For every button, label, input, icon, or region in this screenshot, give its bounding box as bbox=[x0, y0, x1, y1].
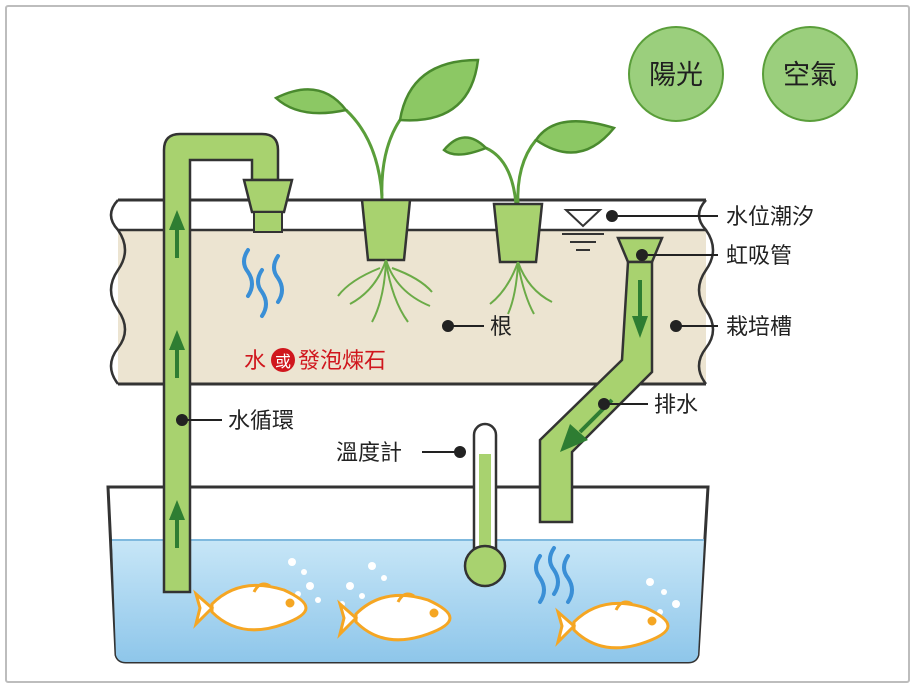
fish-icon bbox=[555, 600, 670, 650]
plant-left bbox=[273, 58, 480, 323]
sunlight-badge: 陽光 bbox=[628, 26, 724, 122]
fish-icon bbox=[337, 592, 452, 642]
fish-icon bbox=[193, 582, 308, 632]
leaf-icon bbox=[534, 120, 617, 154]
net-pot bbox=[492, 202, 544, 264]
water-level-label: 水位潮汐 bbox=[726, 205, 814, 230]
media-prefix-label: 水 bbox=[244, 349, 266, 374]
media-suffix-label: 發泡煉石 bbox=[298, 349, 386, 374]
leaf-icon bbox=[398, 58, 480, 122]
leader-lines bbox=[176, 210, 718, 458]
air-badge-label: 空氣 bbox=[783, 60, 837, 91]
roots-label: 根 bbox=[490, 315, 512, 340]
thermometer-label: 溫度計 bbox=[336, 441, 402, 466]
media-or-label: 或 bbox=[275, 352, 291, 371]
circulation-label: 水循環 bbox=[228, 409, 294, 434]
bubbles bbox=[288, 558, 680, 615]
grow-bed-label: 栽培槽 bbox=[726, 315, 792, 340]
upward-arrow-icon bbox=[169, 210, 185, 548]
sunlight-badge-label: 陽光 bbox=[649, 60, 703, 91]
grow-media-label: 水 或 發泡煉石 bbox=[244, 348, 386, 374]
drain-label: 排水 bbox=[654, 393, 698, 418]
leaf-icon bbox=[442, 136, 489, 156]
circulation-pipe bbox=[162, 132, 294, 594]
water-drip-icon bbox=[242, 248, 284, 318]
siphon-label: 虹吸管 bbox=[726, 244, 792, 269]
roots-icon bbox=[337, 259, 433, 323]
water-level-icon bbox=[562, 209, 604, 251]
water-current-icon bbox=[534, 546, 574, 604]
thermometer-icon bbox=[463, 422, 507, 588]
plant-right bbox=[442, 120, 617, 315]
or-badge bbox=[271, 348, 295, 372]
outlet-nozzle bbox=[242, 178, 294, 214]
net-pot bbox=[360, 198, 412, 262]
leaf-icon bbox=[273, 88, 349, 115]
air-badge: 空氣 bbox=[762, 26, 858, 122]
roots-icon bbox=[489, 261, 553, 315]
